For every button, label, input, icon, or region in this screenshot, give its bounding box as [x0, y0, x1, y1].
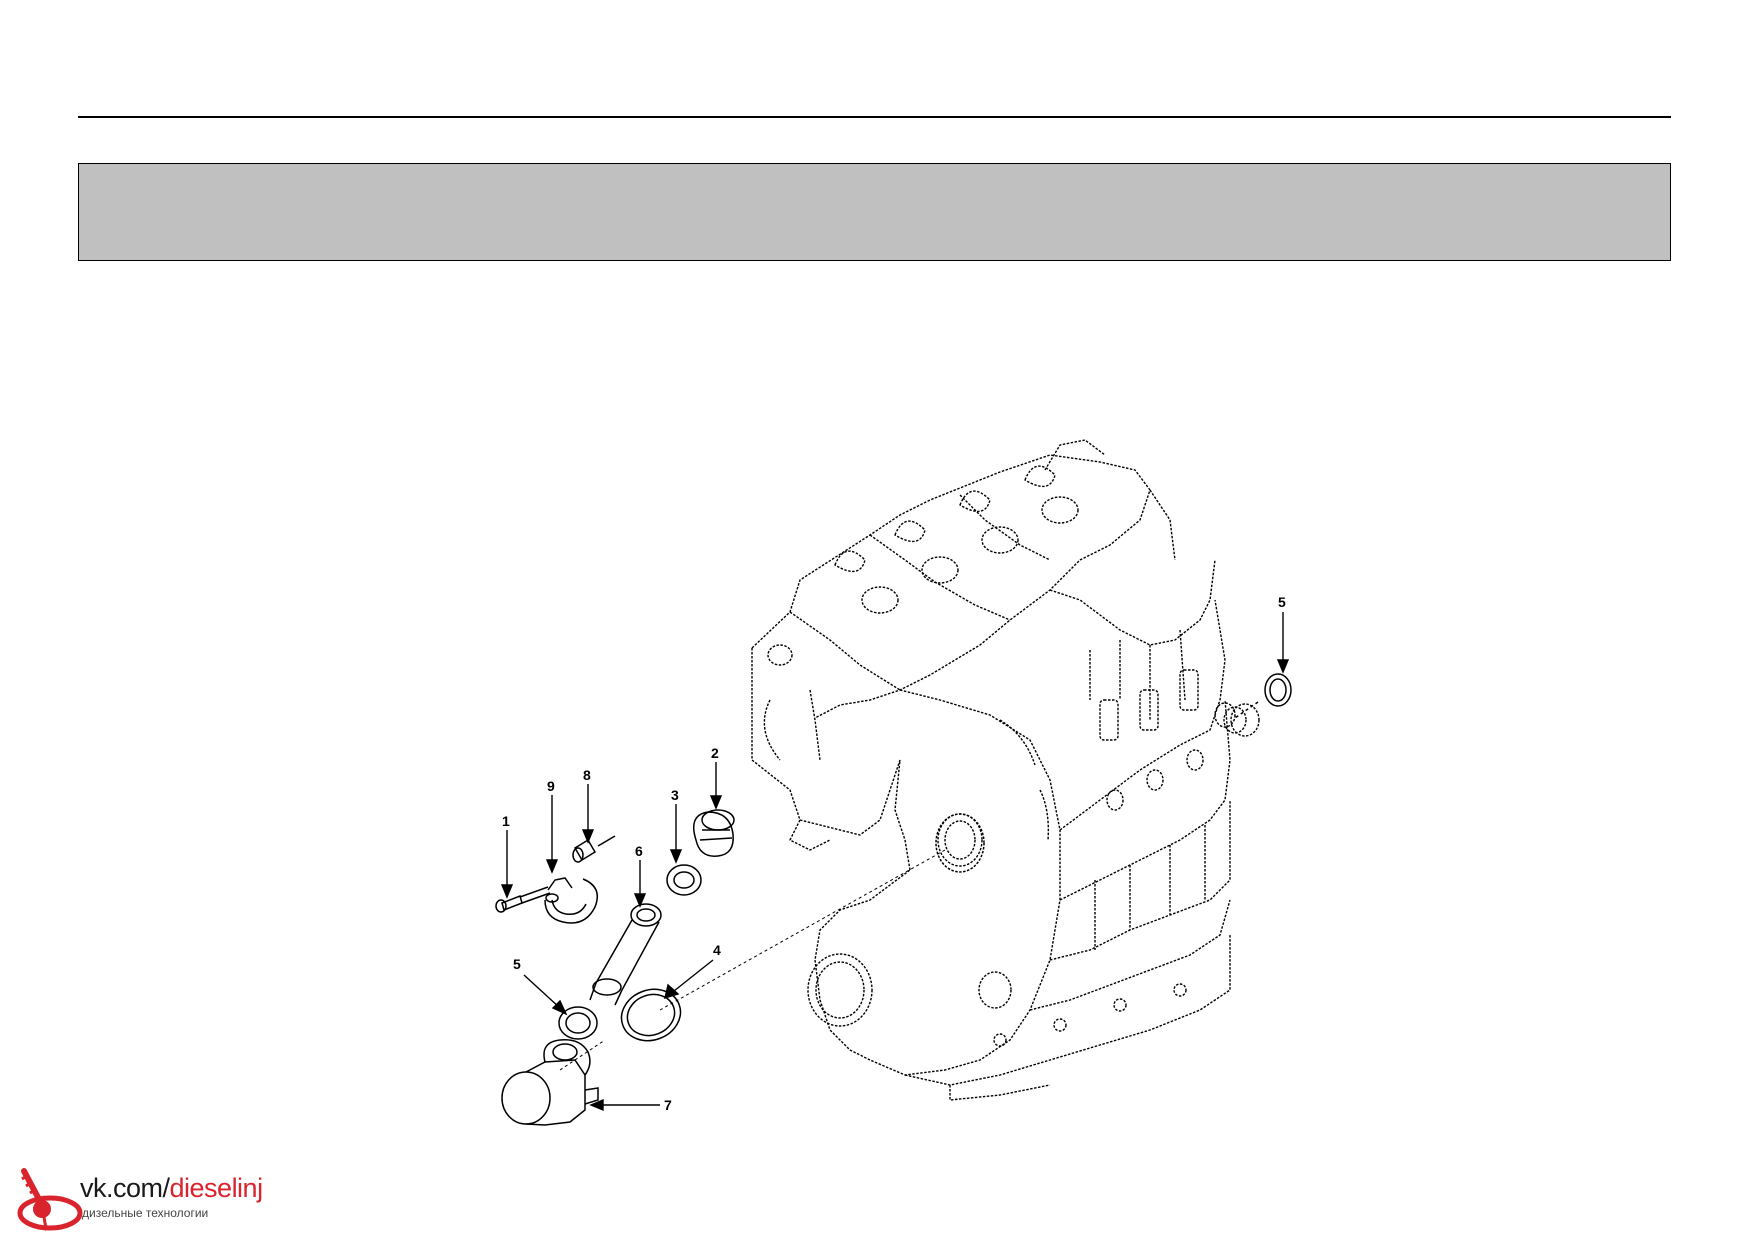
o-ring-5-right: [1234, 673, 1292, 719]
seal-ring-3: [666, 864, 702, 896]
watermark-subtitle: дизельные технологии: [82, 1206, 209, 1220]
bushing-part: [572, 835, 616, 863]
callout-6: 6: [635, 843, 643, 859]
callout-3: 3: [671, 787, 679, 803]
tube-part: [589, 903, 662, 1006]
watermark-url-suffix: dieselinj: [169, 1173, 264, 1203]
callout-2: 2: [711, 745, 719, 761]
header-band: [78, 163, 1671, 261]
bolt-part: [495, 886, 551, 913]
cap-part: [693, 809, 735, 857]
watermark-url-prefix: vk.com/: [80, 1173, 170, 1203]
callout-9: 9: [547, 778, 555, 794]
exploded-parts: [495, 673, 1292, 1126]
gasket-ring-4: [620, 988, 682, 1042]
callout-4: 4: [713, 942, 721, 958]
watermark-url: vk.com/dieselinj: [80, 1173, 263, 1204]
callout-5-right: 5: [1278, 594, 1286, 610]
front-seal-ring: [935, 813, 985, 873]
callout-7: 7: [664, 1097, 672, 1113]
housing-part: [501, 1039, 599, 1126]
o-ring-5-left: [558, 1006, 598, 1040]
callout-leaders: [500, 612, 1290, 1112]
callout-1: 1: [502, 813, 510, 829]
assembly-line: [659, 849, 946, 1011]
callout-5-left: 5: [513, 956, 521, 972]
callout-8: 8: [583, 767, 591, 783]
clamp-part: [544, 877, 598, 924]
engine-block: [751, 439, 1260, 1101]
watermark: vk.com/dieselinj дизельные технологии: [14, 1165, 314, 1235]
injector-logo-icon: [17, 1168, 83, 1231]
top-rule: [78, 116, 1671, 118]
